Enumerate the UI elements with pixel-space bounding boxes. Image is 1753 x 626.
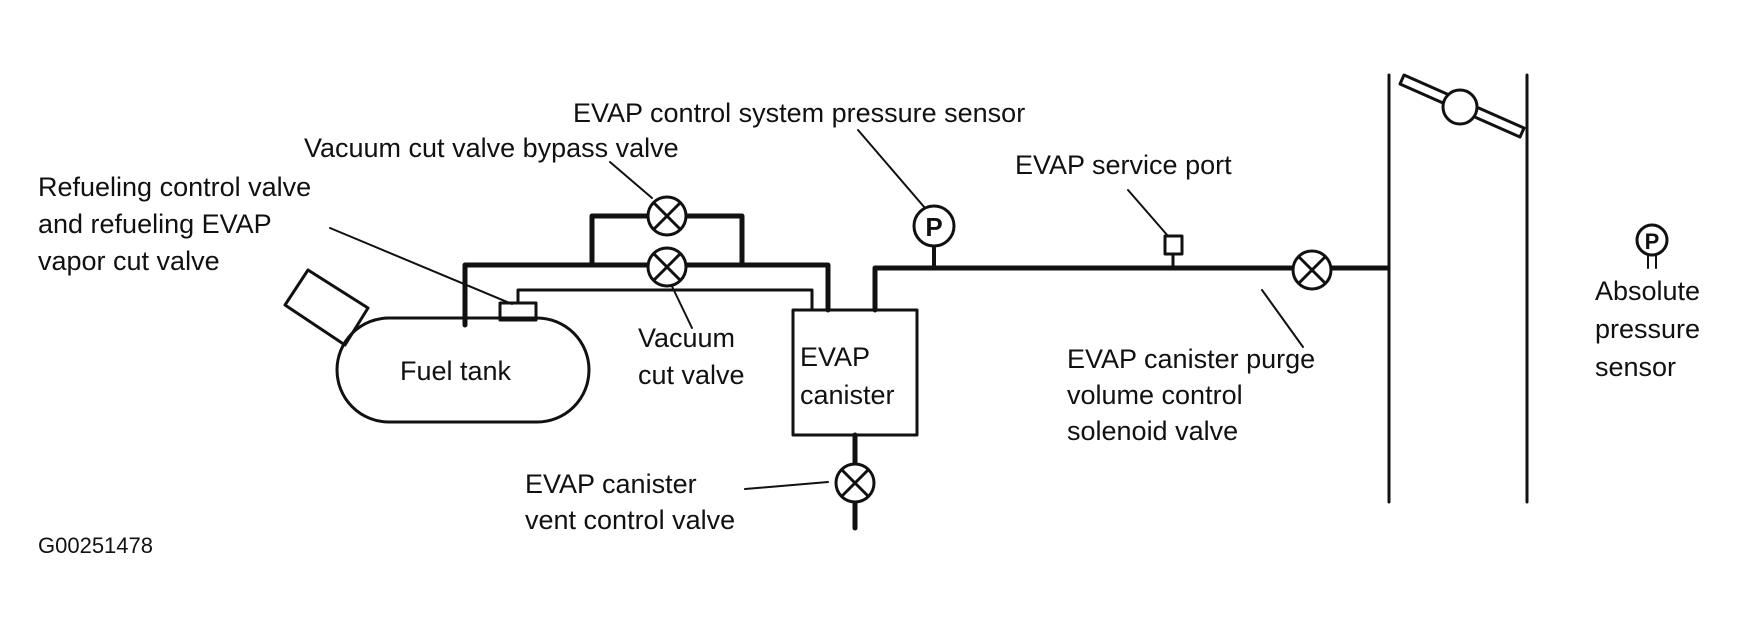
label-abs-line2: pressure: [1595, 314, 1701, 344]
purge-valve-leader: [1261, 289, 1304, 348]
label-vacuum-cut-line1: Vacuum: [638, 323, 736, 353]
vacuum-cut-valve-symbol: [646, 246, 688, 288]
label-service-port: EVAP service port: [1015, 150, 1232, 180]
purge-valve-symbol: [1291, 249, 1333, 291]
filler-neck: [283, 268, 370, 347]
vent-valve-symbol: [834, 462, 876, 504]
label-refuel-line3: vapor cut valve: [38, 246, 220, 276]
label-abs-line3: sensor: [1595, 352, 1677, 382]
bypass-leader: [609, 161, 653, 199]
absolute-pressure-sensor-symbol: [1635, 223, 1669, 257]
label-fuel-tank: Fuel tank: [400, 356, 512, 386]
label-purge-line1: EVAP canister purge: [1067, 344, 1316, 374]
label-bypass-valve: Vacuum cut valve bypass valve: [304, 133, 679, 163]
service-port-symbol: [1163, 234, 1184, 256]
tank-canister-pipe-upper: [462, 262, 831, 328]
label-vent-line1: EVAP canister: [525, 469, 697, 499]
throttle-shaft: [1441, 88, 1479, 126]
figure-code: G00251478: [38, 533, 153, 558]
purge-line: [872, 265, 1390, 313]
label-purge-line3: solenoid valve: [1067, 416, 1239, 446]
label-canister-line2: canister: [800, 380, 895, 410]
evap-canister: [791, 308, 919, 437]
label-refuel-line1: Refueling control valve: [38, 172, 312, 202]
abs-sensor-letter: P: [1645, 229, 1660, 254]
label-refuel-line2: and refueling EVAP: [38, 209, 272, 239]
label-pressure-sensor: EVAP control system pressure sensor: [573, 98, 1026, 128]
label-vacuum-cut-line2: cut valve: [638, 360, 745, 390]
pressure-sensor-letter: P: [925, 212, 942, 242]
refuel-valve-leader: [329, 227, 513, 305]
pressure-sensor-leader: [857, 129, 926, 209]
service-port-leader: [1127, 189, 1169, 237]
label-abs-line1: Absolute: [1595, 276, 1701, 306]
pressure-sensor-symbol: [912, 204, 956, 248]
tank-canister-pipe-lower: [516, 288, 814, 312]
bypass-valve-symbol: [646, 195, 688, 237]
label-purge-line2: volume control: [1067, 380, 1243, 410]
vent-valve-leader: [744, 481, 829, 490]
label-vent-line2: vent control valve: [525, 505, 736, 535]
label-canister-line1: EVAP: [800, 342, 871, 372]
